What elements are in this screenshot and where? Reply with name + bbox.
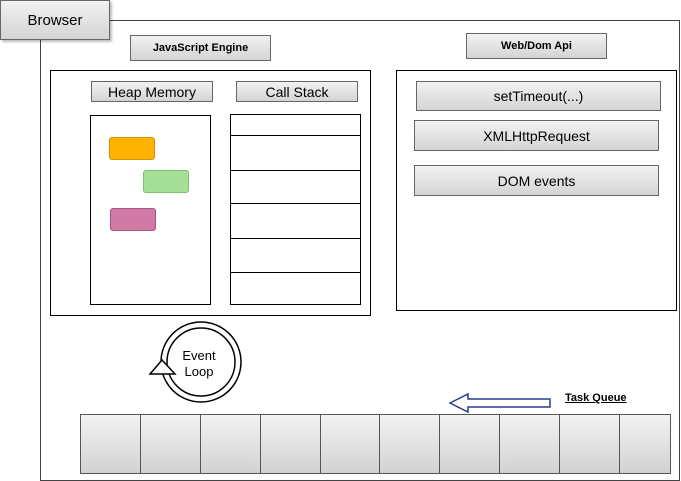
web-api-title: Web/Dom Api (501, 40, 572, 52)
web-api-title-box: Web/Dom Api (466, 33, 607, 59)
call-stack-slot (231, 171, 360, 204)
call-stack-header: Call Stack (236, 81, 358, 102)
task-queue-label: Task Queue (565, 392, 627, 404)
web-api-item-label: setTimeout(...) (493, 88, 584, 104)
task-queue-arrow-icon (448, 392, 551, 414)
task-queue-slot (260, 415, 321, 473)
call-stack-label: Call Stack (265, 83, 329, 100)
web-api-item-settimeout: setTimeout(...) (416, 81, 661, 111)
call-stack-slot (231, 239, 360, 273)
web-api-item-xmlhttprequest: XMLHttpRequest (414, 120, 659, 151)
browser-label: Browser (27, 11, 83, 29)
heap-memory-label: Heap Memory (108, 83, 196, 100)
event-loop-icon (148, 321, 242, 403)
task-queue-slot (140, 415, 201, 473)
heap-item-pink (110, 208, 156, 231)
heap-memory-header: Heap Memory (91, 81, 213, 102)
js-engine-title-box: JavaScript Engine (130, 35, 271, 61)
task-queue-slot (440, 415, 501, 473)
web-api-item-label: XMLHttpRequest (483, 127, 590, 144)
task-queue-slot (500, 415, 561, 473)
task-queue-slot (380, 415, 441, 473)
web-api-item-dom-events: DOM events (414, 165, 659, 196)
call-stack-slot (231, 273, 360, 304)
js-engine-title: JavaScript Engine (152, 42, 249, 54)
task-queue-slot (320, 415, 381, 473)
call-stack-slot (231, 115, 360, 136)
task-queue-slot (620, 415, 671, 473)
call-stack (230, 114, 361, 305)
task-queue-slot (81, 415, 141, 473)
browser-label-box: Browser (0, 0, 110, 40)
heap-item-green (143, 170, 189, 193)
task-queue-slot (200, 415, 261, 473)
task-queue-slot (560, 415, 621, 473)
event-loop-label: Event Loop (182, 348, 216, 379)
call-stack-slot (231, 204, 360, 239)
task-queue (80, 414, 671, 474)
call-stack-slot (231, 136, 360, 171)
web-api-item-label: DOM events (497, 172, 576, 189)
heap-item-orange (109, 137, 155, 160)
